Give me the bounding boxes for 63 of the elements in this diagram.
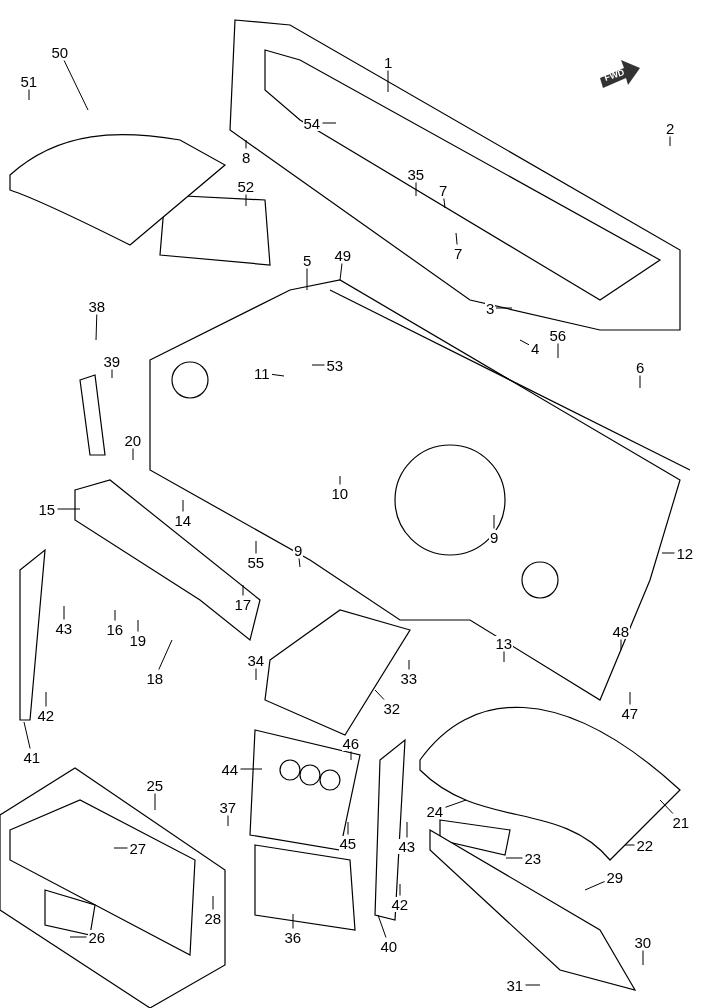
leader-line — [95, 314, 98, 341]
leader-line — [45, 691, 47, 707]
leader-line — [374, 689, 385, 700]
leader-line — [387, 70, 389, 93]
leader-line — [347, 821, 349, 835]
leader-line — [182, 499, 184, 512]
leader-line — [399, 883, 401, 896]
leader-line — [659, 799, 674, 814]
leader-line — [377, 914, 387, 938]
leader-line — [519, 339, 530, 346]
leader-line — [406, 821, 408, 838]
leader-line — [57, 508, 81, 510]
leader-line — [339, 263, 343, 281]
leader-line — [255, 668, 257, 681]
leader-line — [505, 857, 523, 859]
leader-line — [113, 847, 128, 849]
leader-line — [493, 514, 495, 529]
leader-line — [584, 881, 605, 891]
leader-line — [242, 584, 244, 596]
leader-line — [311, 364, 325, 366]
leader-line — [557, 343, 559, 359]
leader-line — [639, 375, 641, 389]
leader-line — [271, 373, 285, 377]
leader-line — [445, 799, 467, 808]
leader-line — [158, 639, 173, 670]
leader-line — [227, 815, 229, 827]
leader-line — [137, 619, 139, 632]
leader-line — [350, 751, 352, 761]
leader-line — [69, 936, 87, 938]
callout-number: 3 — [485, 300, 496, 316]
leader-line — [63, 605, 65, 620]
leader-line — [212, 895, 214, 910]
leader-line — [620, 639, 622, 651]
leader-line — [298, 558, 301, 568]
leader-line — [245, 194, 247, 207]
leader-line — [322, 122, 337, 124]
leader-line — [114, 609, 116, 621]
leader-line — [669, 136, 671, 147]
callout-number: 9 — [489, 529, 500, 545]
leader-line — [443, 198, 446, 209]
leader-line — [525, 984, 541, 986]
leader-line — [629, 691, 631, 705]
leader-line — [255, 540, 257, 554]
leader-line — [455, 232, 458, 245]
leader-line — [624, 844, 635, 846]
leader-line — [339, 475, 341, 485]
leader-line — [132, 448, 134, 461]
leader-line — [495, 307, 513, 309]
leader-line — [292, 913, 294, 929]
leader-line — [245, 139, 247, 149]
leader-line — [240, 768, 263, 770]
leader-line — [661, 552, 675, 554]
direction-label: FWD — [602, 67, 626, 83]
leader-line — [642, 950, 644, 966]
leader-line — [154, 793, 156, 811]
leader-line — [306, 268, 308, 291]
leader-line — [63, 60, 89, 111]
leader-line — [415, 182, 417, 197]
leader-line — [111, 369, 113, 379]
leader-line — [408, 659, 410, 670]
leader-line — [28, 89, 30, 101]
leader-line — [503, 651, 505, 663]
leader-line — [23, 721, 31, 749]
